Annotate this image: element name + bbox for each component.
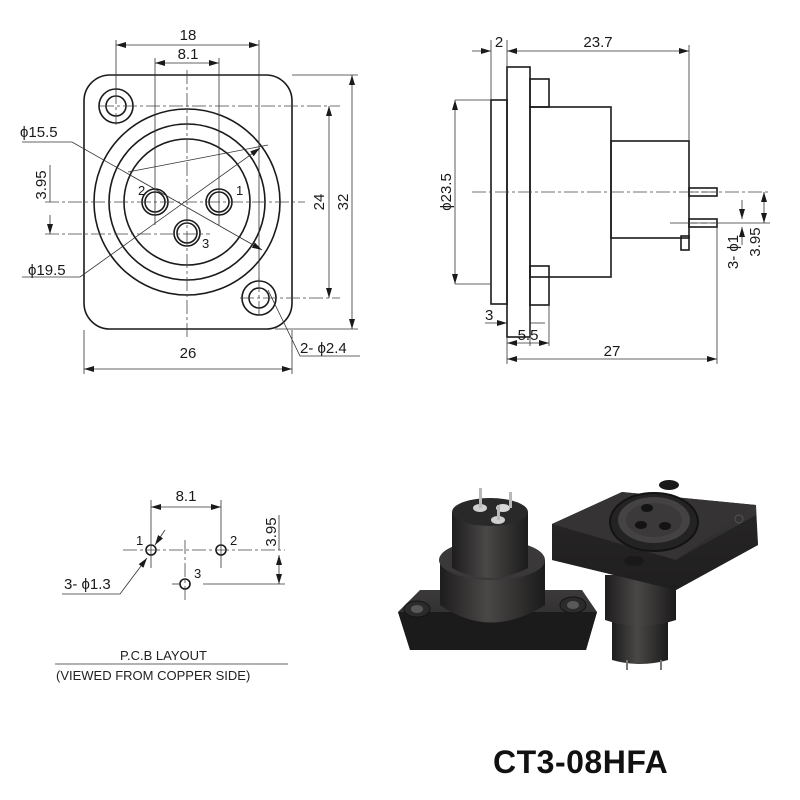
dim-27: 27 xyxy=(604,343,621,360)
side-view: 2 23.7 ϕ23.5 3 5.5 27 3- ϕ1 3.95 xyxy=(438,34,770,364)
pcb-pin-label-2: 2 xyxy=(230,533,237,548)
dim-phi-19-5: ϕ19.5 xyxy=(28,262,66,279)
dim-32: 32 xyxy=(335,194,352,211)
dim-18: 18 xyxy=(180,27,197,44)
dim-mount-holes: 2- ϕ2.4 xyxy=(300,340,347,357)
front-view: 18 8.1 ϕ15.5 ϕ19.5 26 2- ϕ2.4 3.95 24 32… xyxy=(20,27,360,374)
side-rear-body xyxy=(610,140,690,239)
dim-3-95: 3.95 xyxy=(33,170,50,199)
pcb-dim-3-95: 3.95 xyxy=(263,517,280,546)
dim-2: 2 xyxy=(495,34,503,51)
model-number: CT3-08HFA xyxy=(493,744,669,780)
connector-rear-view xyxy=(398,488,597,650)
dim-side-3-95: 3.95 xyxy=(747,227,764,256)
dim-3: 3 xyxy=(485,307,493,324)
pin-label-1: 1 xyxy=(236,183,243,198)
pcb-pin-label-3: 3 xyxy=(194,566,201,581)
dim-26: 26 xyxy=(180,345,197,362)
dim-24: 24 xyxy=(311,194,328,211)
pcb-caption-title: P.C.B LAYOUT xyxy=(120,648,207,663)
dim-5-5: 5.5 xyxy=(518,327,539,344)
dim-phi-15-5: ϕ15.5 xyxy=(20,124,58,141)
pcb-dim-8-1: 8.1 xyxy=(176,488,197,505)
pin-label-3: 3 xyxy=(202,236,209,251)
side-plate xyxy=(506,66,531,338)
connector-front-view xyxy=(552,480,758,670)
pcb-layout: 8.1 3.95 3- ϕ1.3 1 2 3 xyxy=(55,488,288,665)
side-flange xyxy=(490,99,508,305)
dim-8-1: 8.1 xyxy=(178,46,199,63)
pcb-dim-holes: 3- ϕ1.3 xyxy=(64,576,111,593)
pcb-pin-label-1: 1 xyxy=(136,533,143,548)
product-photo xyxy=(398,480,758,670)
dim-23-7: 23.7 xyxy=(583,34,612,51)
pin-label-2: 2 xyxy=(138,183,145,198)
dim-phi-23-5: ϕ23.5 xyxy=(438,173,455,211)
dim-3-phi-1: 3- ϕ1 xyxy=(725,235,742,269)
pcb-caption-subtitle: (VIEWED FROM COPPER SIDE) xyxy=(56,668,251,683)
